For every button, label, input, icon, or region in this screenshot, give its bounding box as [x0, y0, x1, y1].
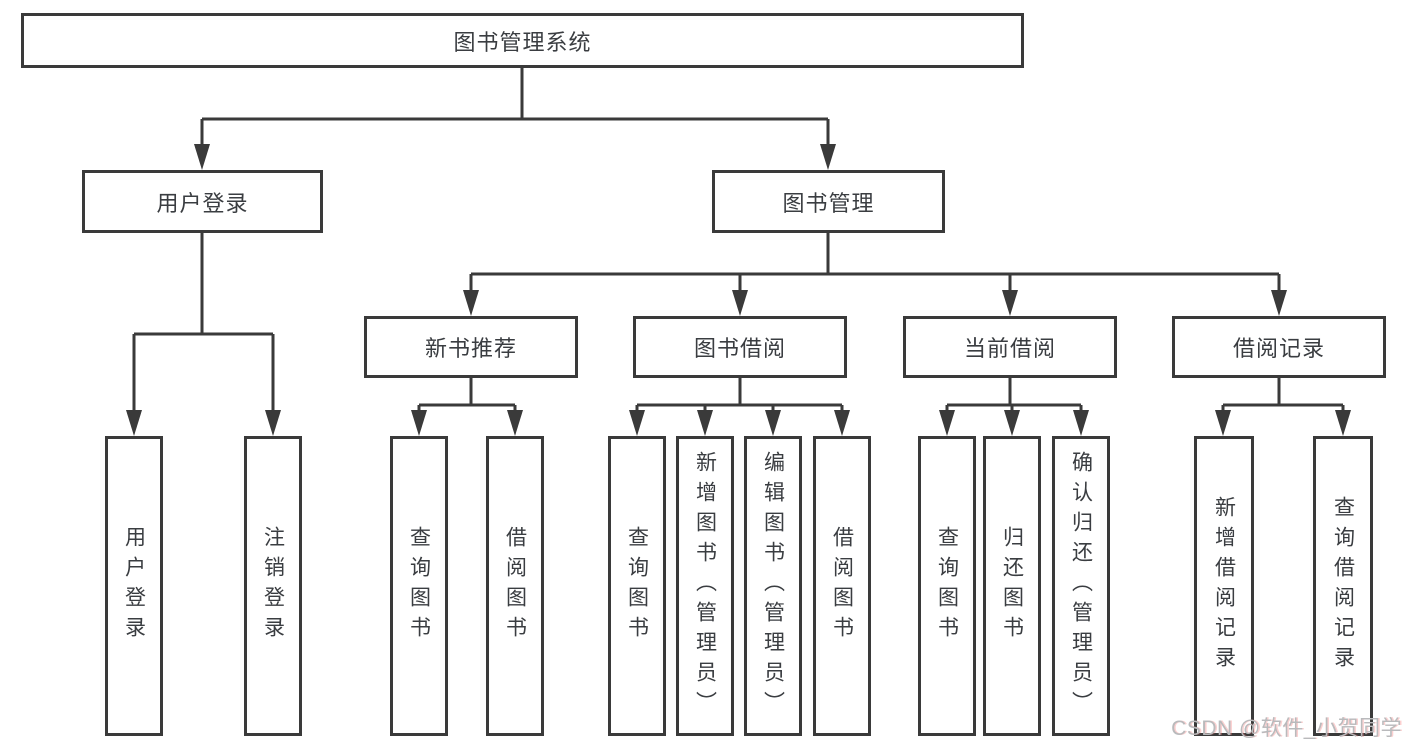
leaf-query-borrow-record: 查询借阅记录 [1313, 436, 1373, 736]
leaf-borrow-books: 借阅图书 [813, 436, 871, 736]
leaf-confirm-return-admin-label: 确认归还（管理员） [1069, 451, 1093, 721]
connector-root-to-level1 [194, 68, 836, 170]
node-book-management: 图书管理 [712, 170, 945, 233]
leaf-add-book-admin-label: 新增图书（管理员） [693, 451, 717, 721]
connector-user-login-branch [126, 233, 281, 436]
leaf-query-books-current-label: 查询图书 [935, 526, 959, 646]
leaf-confirm-return-admin: 确认归还（管理员） [1052, 436, 1110, 736]
leaf-add-book-admin: 新增图书（管理员） [676, 436, 734, 736]
leaf-logout-label: 注销登录 [261, 526, 285, 646]
connector-book-management-branch [463, 233, 1287, 316]
connector-borrow-records-branch [1215, 378, 1351, 436]
leaf-query-borrow-record-label: 查询借阅记录 [1331, 496, 1355, 676]
leaf-return-books-label: 归还图书 [1000, 526, 1024, 646]
csdn-watermark: CSDN @软件_小贺同学 [1171, 717, 1402, 740]
leaf-add-borrow-record: 新增借阅记录 [1194, 436, 1254, 736]
connector-current-borrow-branch [939, 378, 1089, 436]
leaf-logout: 注销登录 [244, 436, 302, 736]
node-new-book-recommend: 新书推荐 [364, 316, 578, 378]
leaf-borrow-books-recommend-label: 借阅图书 [503, 526, 527, 646]
connector-book-borrow-branch [629, 378, 850, 436]
leaf-query-books-current: 查询图书 [918, 436, 976, 736]
node-book-borrow: 图书借阅 [633, 316, 847, 378]
leaf-edit-book-admin-label: 编辑图书（管理员） [761, 451, 785, 721]
node-borrow-records: 借阅记录 [1172, 316, 1386, 378]
leaf-query-books-recommend: 查询图书 [390, 436, 448, 736]
leaf-query-books-borrow: 查询图书 [608, 436, 666, 736]
leaf-query-books-borrow-label: 查询图书 [625, 526, 649, 646]
leaf-user-login-label: 用户登录 [122, 526, 146, 646]
leaf-query-books-recommend-label: 查询图书 [407, 526, 431, 646]
node-current-borrow: 当前借阅 [903, 316, 1117, 378]
node-user-login: 用户登录 [82, 170, 323, 233]
node-root-library-system: 图书管理系统 [21, 13, 1024, 68]
leaf-user-login: 用户登录 [105, 436, 163, 736]
leaf-borrow-books-label: 借阅图书 [830, 526, 854, 646]
connector-new-book-recommend-branch [411, 378, 523, 436]
leaf-borrow-books-recommend: 借阅图书 [486, 436, 544, 736]
leaf-edit-book-admin: 编辑图书（管理员） [744, 436, 802, 736]
leaf-return-books: 归还图书 [983, 436, 1041, 736]
leaf-add-borrow-record-label: 新增借阅记录 [1212, 496, 1236, 676]
